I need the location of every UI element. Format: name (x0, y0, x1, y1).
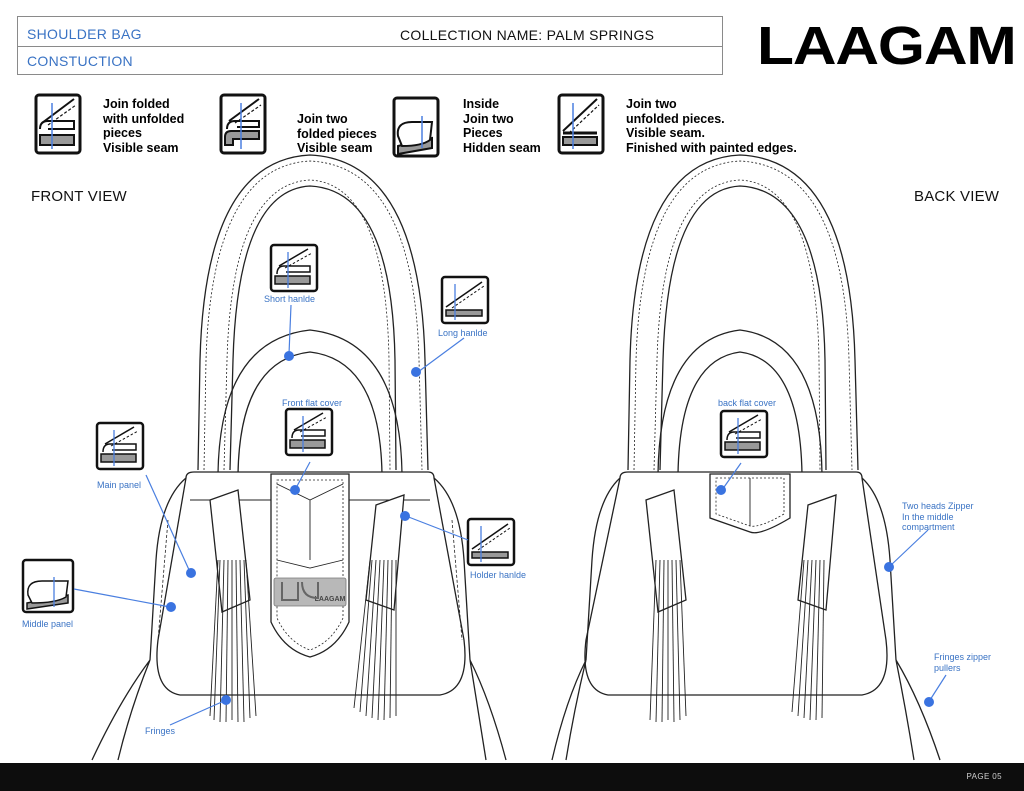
callout-main-panel: Main panel (97, 480, 142, 490)
section-title: CONSTUCTION (27, 53, 133, 69)
header-divider (18, 46, 722, 47)
brand-logo: LAAGAM (757, 16, 1017, 76)
seam-folded-unfolded-icon (34, 93, 82, 155)
callout-short-handle: Short hanlde (264, 294, 316, 304)
short-handle-seam-icon (269, 243, 319, 293)
seam-painted-edges-icon (557, 93, 605, 155)
middle-panel-seam-icon (21, 558, 75, 614)
legend-text-1: Join folded with unfolded pieces Visible… (103, 97, 185, 155)
main-panel-seam-icon (95, 421, 145, 471)
seam-two-folded-icon (219, 93, 267, 155)
footer-bar: PAGE 05 (0, 763, 1024, 791)
callout-zipper-pullers: Fringes zipper pullers (934, 652, 992, 673)
callout-long-handle: Long hanlde (438, 328, 488, 338)
callout-middle-panel: Middle panel (22, 619, 74, 629)
long-handle-seam-icon (440, 275, 490, 325)
callout-fringes: Fringes (145, 726, 176, 736)
back-cover-seam-icon (719, 409, 769, 459)
collection-name: COLLECTION NAME: PALM SPRINGS (400, 27, 655, 43)
legend-text-3: Inside Join two Pieces Hidden seam (463, 97, 541, 155)
back-view-title: BACK VIEW (914, 188, 1000, 205)
product-title: SHOULDER BAG (27, 26, 142, 42)
page-number: PAGE 05 (966, 772, 1002, 781)
callout-zipper: Two heads Zipper In the middle compartme… (902, 501, 974, 532)
callout-back-flat-cover: back flat cover (718, 398, 777, 408)
holder-handle-seam-icon (466, 517, 516, 567)
front-cover-seam-icon (284, 407, 334, 457)
legend-text-4: Join two unfolded pieces. Visible seam. … (626, 97, 797, 155)
legend-text-2: Join two folded pieces Visible seam (297, 112, 377, 155)
seam-hidden-icon (392, 96, 440, 158)
stamp-label: LAAGAM (315, 596, 346, 603)
bag-technical-drawing: LAAGAM (21, 154, 947, 761)
callout-front-flat-cover: Front flat cover (282, 398, 343, 408)
callout-holder-handle: Holder hanlde (470, 570, 527, 580)
front-view-title: FRONT VIEW (31, 188, 127, 205)
header-box: SHOULDER BAG CONSTUCTION COLLECTION NAME… (17, 16, 723, 75)
